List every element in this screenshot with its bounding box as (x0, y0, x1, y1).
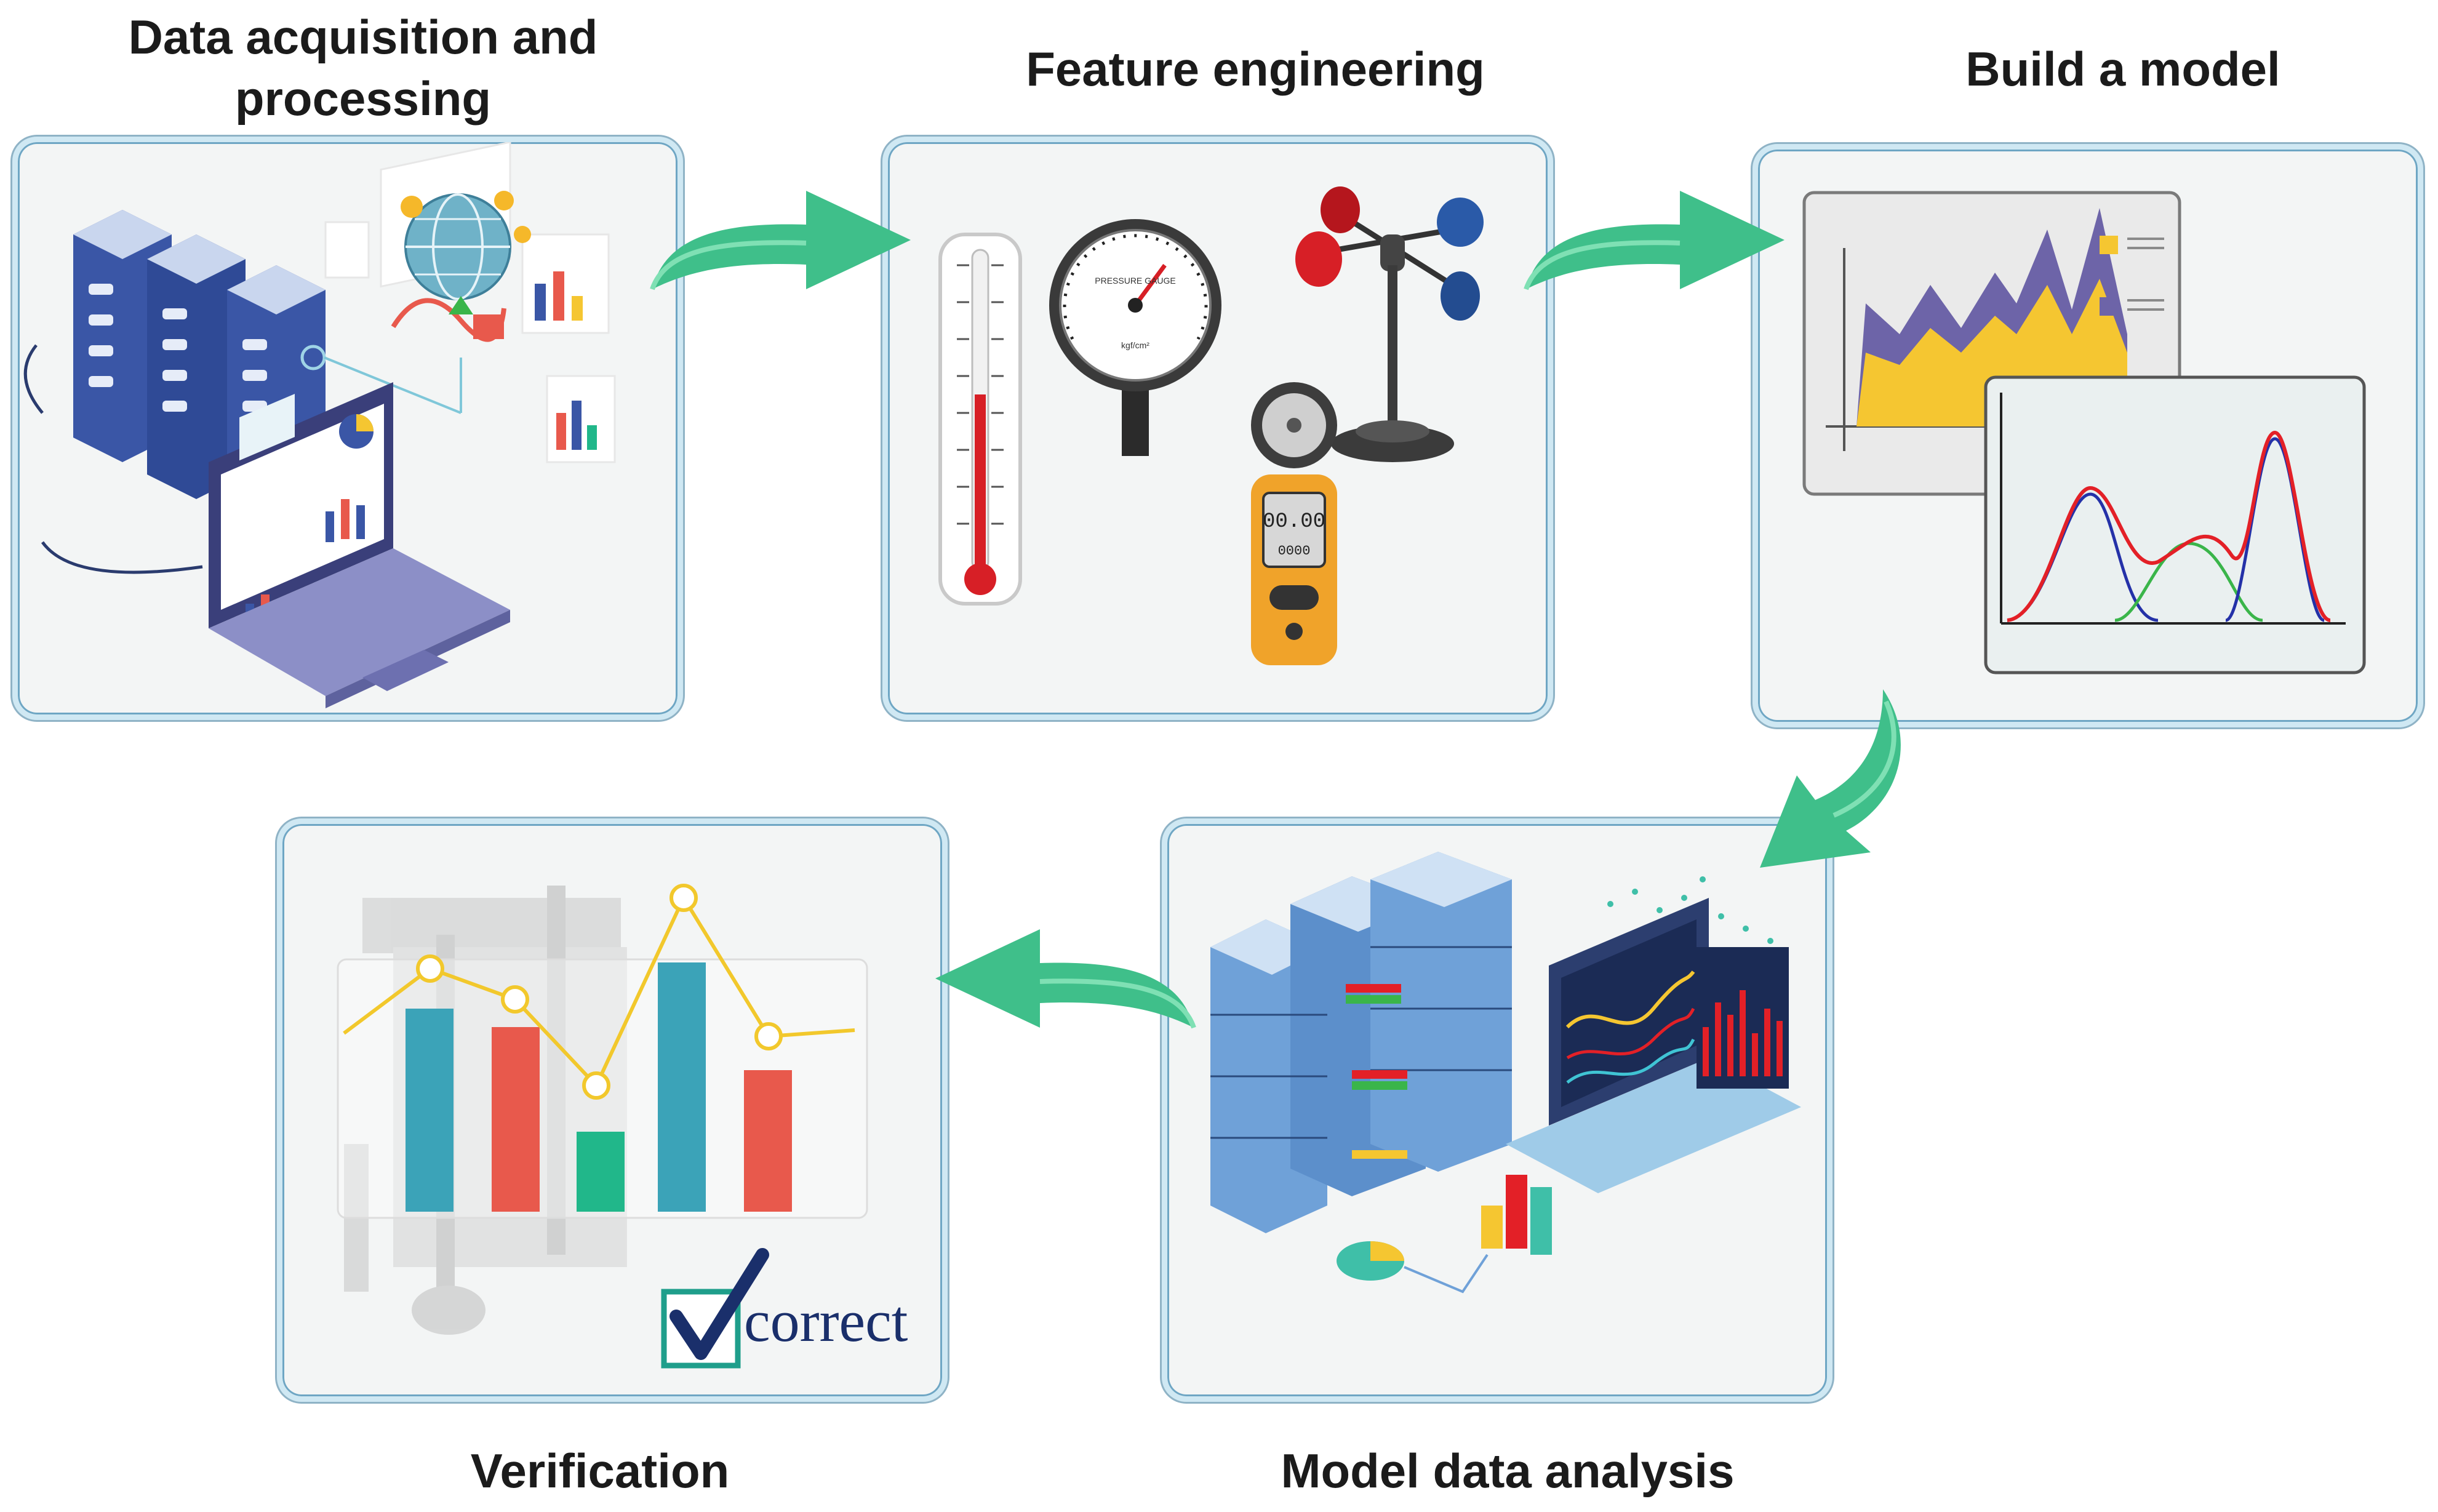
stage-title-analysis: Model data analysis (1281, 1444, 1735, 1498)
stage-title-acquisition: Data acquisition and processing (128, 10, 598, 126)
panel-verification: correct (277, 818, 948, 1402)
arrow-acquisition-to-feature (650, 191, 911, 290)
anemometer-sub-reading: 0000 (1278, 543, 1311, 559)
analysis-laptop-icon (1506, 876, 1801, 1193)
stage-title-verification: Verification (470, 1444, 730, 1498)
pie-chart-icon (1337, 1241, 1404, 1281)
server-rack-icon (73, 210, 462, 536)
laptop-icon (209, 382, 510, 708)
verification-illustration: correct (337, 884, 908, 1369)
correct-label: correct (744, 1288, 908, 1354)
panel-build-model (1753, 144, 2423, 727)
handheld-anemometer-icon: 00.00 0000 (1251, 382, 1337, 665)
thermometer-icon (938, 233, 1022, 606)
model-data-analysis-illustration (1210, 852, 1801, 1294)
panel-data-acquisition (12, 137, 683, 720)
gauge-unit: kgf/cm² (1121, 340, 1149, 350)
pressure-gauge-icon: PRESSURE GAUGE kgf/cm² (1049, 219, 1221, 456)
arrow-build-to-analysis (1760, 689, 1901, 868)
verification-bar-chart (343, 884, 855, 1212)
cup-anemometer-icon (1295, 186, 1484, 462)
correct-check-icon: correct (661, 1248, 908, 1369)
panel-model-data-analysis (1162, 818, 1832, 1402)
stage-title-feature: Feature engineering (1026, 42, 1485, 96)
gauge-label: PRESSURE GAUGE (1095, 276, 1175, 286)
globe-icon (401, 191, 531, 339)
bar-blocks-icon (1481, 1175, 1552, 1255)
panel-feature-engineering: PRESSURE GAUGE kgf/cm² 00.00 0000 (882, 137, 1553, 720)
anemometer-reading: 00.00 (1263, 510, 1325, 534)
stage-title-build: Build a model (1965, 42, 2280, 96)
build-model-illustration (1802, 191, 2366, 674)
server-cluster-icon (1210, 852, 1512, 1233)
feature-engineering-illustration: PRESSURE GAUGE kgf/cm² 00.00 0000 (938, 186, 1484, 665)
data-acquisition-illustration (23, 142, 616, 708)
arrow-analysis-to-verification (935, 929, 1196, 1029)
arrow-feature-to-build (1524, 191, 1785, 290)
mixture-curve-card (1984, 375, 2366, 674)
